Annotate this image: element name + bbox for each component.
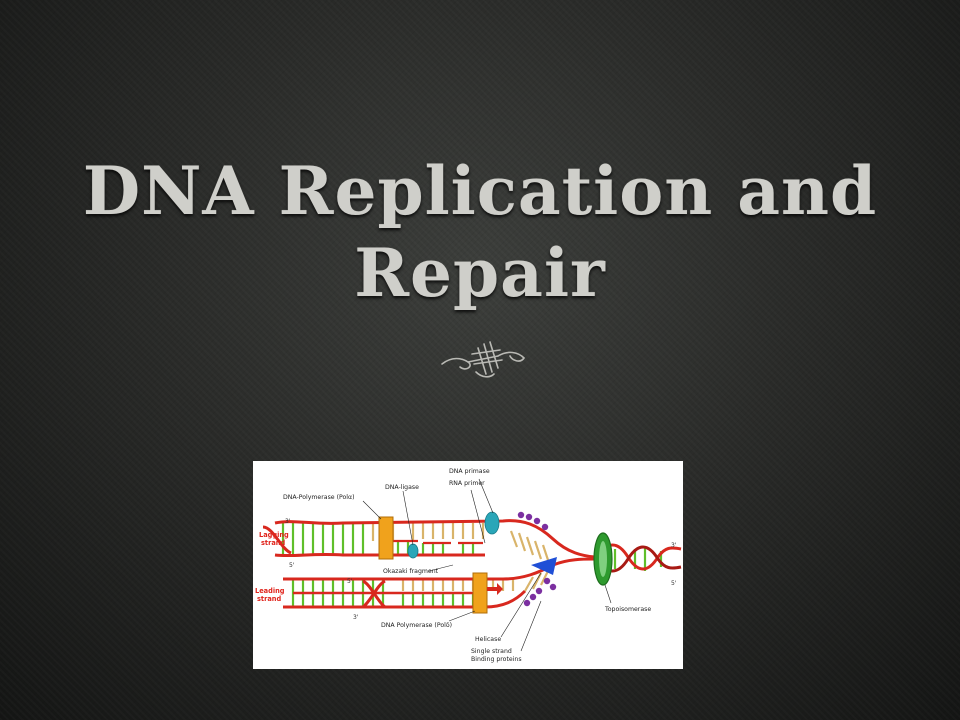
slide-title: DNA Replication and Repair — [80, 150, 880, 314]
polymerase-delta — [472, 572, 488, 614]
ssb-proteins — [517, 511, 557, 607]
replication-fork-svg: DNA primase RNA primer DNA-ligase DNA-Po… — [255, 468, 682, 663]
dna-replication-diagram: DNA primase RNA primer DNA-ligase DNA-Po… — [253, 461, 683, 669]
topoisomerase-highlight — [599, 541, 607, 577]
leading-direction-arrow — [487, 583, 503, 595]
label-lagging-2: strand — [261, 539, 285, 547]
title-line-1: DNA Replication and — [82, 152, 878, 230]
label-topoisomerase: Topoisomerase — [604, 606, 651, 613]
lagging-strand-twist — [262, 525, 292, 555]
lagging-strand-bottom — [274, 552, 485, 558]
end-lead-top: 5' — [347, 578, 353, 585]
dna-primase-enzyme — [484, 511, 500, 535]
label-lagging-1: Lagging — [259, 531, 289, 539]
label-helicase: Helicase — [475, 636, 501, 643]
label-leading-1: Leading — [255, 587, 285, 595]
helicase-enzyme — [531, 557, 557, 575]
label-leading-2: strand — [257, 595, 281, 603]
fork-unwinding-rungs — [509, 530, 551, 564]
end-lag-top: 3' — [285, 518, 291, 525]
polymerase-alpha — [378, 516, 394, 560]
end-lag-bottom: 5' — [289, 562, 295, 569]
title-line-2: Repair — [354, 234, 606, 312]
label-dna-primase: DNA primase — [449, 468, 490, 475]
end-right-5: 5' — [671, 580, 677, 587]
label-single-strand-2: Binding proteins — [471, 656, 522, 663]
label-rna-primer: RNA primer — [449, 480, 485, 487]
leading-strand-twist — [362, 579, 386, 609]
okazaki-fragments — [393, 539, 483, 545]
label-okazaki-fragment: Okazaki fragment — [383, 568, 439, 575]
end-right-3: 3' — [671, 542, 677, 549]
label-leader-lines — [362, 478, 612, 652]
lagging-strand-top — [274, 519, 596, 559]
label-single-strand-1: Single strand — [471, 648, 512, 655]
dna-ligase-enzyme — [407, 543, 419, 559]
end-lead-bottom: 3' — [353, 614, 359, 621]
flourish-ornament — [441, 341, 526, 378]
label-dna-polymerase-delta: DNA Polymerase (Polδ) — [381, 622, 452, 629]
label-dna-polymerase-alpha: DNA-Polymerase (Polα) — [283, 494, 355, 501]
label-dna-ligase: DNA-ligase — [385, 484, 419, 491]
